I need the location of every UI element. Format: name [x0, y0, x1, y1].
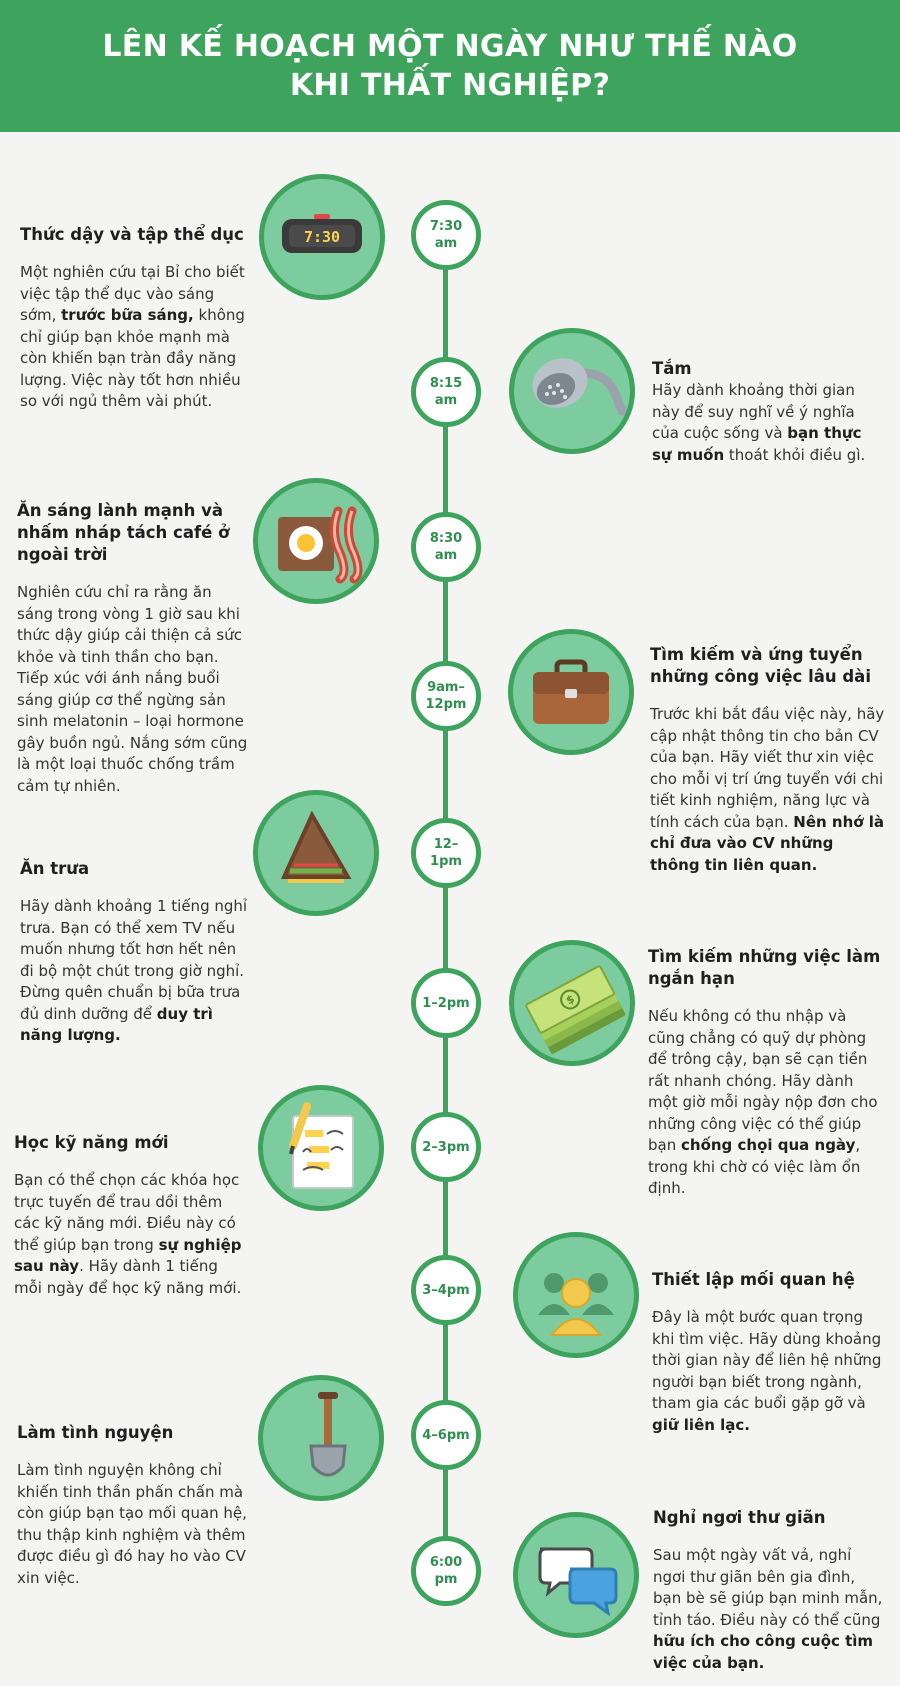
time-marker-3: 8:30 am	[411, 512, 481, 582]
body-text: Một nghiên cứu tại Bỉ cho biết việc tập …	[20, 263, 245, 324]
emphasis-text: chống chọi qua ngày	[681, 1136, 856, 1154]
activity-description: Nếu không có thu nhập và cũng chẳng có q…	[648, 1006, 884, 1200]
activity-block-lunch: Ăn trưa Hãy dành khoảng 1 tiếng nghỉ trư…	[20, 858, 252, 1047]
page-title-line-1: LÊN KẾ HOẠCH MỘT NGÀY NHƯ THẾ NÀO	[102, 29, 798, 64]
body-text: , trong khi chờ có việc làm ổn định.	[648, 1136, 861, 1197]
activity-description: Trước khi bắt đầu việc này, hãy cập nhật…	[650, 704, 886, 876]
page-title-line-2: KHI THẤT NGHIỆP?	[289, 68, 611, 103]
emphasis-text: trước bữa sáng,	[61, 306, 194, 324]
body-text: Nghiên cứu chỉ ra rằng ăn sáng trong vòn…	[17, 583, 248, 795]
activity-description: Bạn có thể chọn các khóa học trực tuyến …	[14, 1170, 250, 1299]
body-text: . Hãy dành 1 tiếng mỗi ngày để học kỹ nă…	[14, 1257, 242, 1297]
breakfast-icon	[253, 478, 379, 604]
activity-title: Ăn sáng lành mạnh và nhấm nháp tách café…	[17, 501, 230, 564]
activity-block-networking: Thiết lập mối quan hệ Đây là một bước qu…	[652, 1269, 886, 1436]
activity-description: Hãy dành khoảng 1 tiếng nghỉ trưa. Bạn c…	[20, 896, 252, 1047]
emphasis-text: duy trì năng lượng.	[20, 1004, 213, 1045]
clock-display-text: 7:30	[304, 228, 340, 246]
activity-block-relax: Nghỉ ngơi thư giãn Sau một ngày vất vả, …	[653, 1507, 887, 1674]
activity-block-wake-up: Thức dậy và tập thể dục Một nghiên cứu t…	[20, 224, 252, 413]
shower-head-icon	[509, 328, 635, 454]
activity-title: Tìm kiếm những việc làm ngắn hạn	[648, 947, 881, 988]
activity-description: Hãy dành khoảng thời gian này để suy ngh…	[652, 380, 884, 466]
activity-description: Nghiên cứu chỉ ra rằng ăn sáng trong vòn…	[17, 582, 249, 797]
activity-description: Đây là một bước quan trọng khi tìm việc.…	[652, 1307, 886, 1436]
emphasis-text: giữ liên lạc.	[652, 1415, 750, 1434]
body-text: thoát khỏi điều gì.	[724, 445, 866, 464]
body-text: Nếu không có thu nhập và cũng chẳng có q…	[648, 1007, 878, 1154]
body-text: Trước khi bắt đầu việc này, hãy cập nhật…	[650, 705, 885, 831]
time-marker-10: 6:00 pm	[411, 1536, 481, 1606]
activity-block-shower: Tắm Hãy dành khoảng thời gian này để suy…	[652, 358, 884, 466]
activity-block-breakfast: Ăn sáng lành mạnh và nhấm nháp tách café…	[17, 500, 249, 797]
people-network-icon	[513, 1232, 639, 1358]
emphasis-text: Nên nhớ là chỉ đưa vào CV những thông ti…	[650, 812, 885, 874]
activity-description: Một nghiên cứu tại Bỉ cho biết việc tập …	[20, 262, 252, 413]
activity-title: Tìm kiếm và ứng tuyển những công việc lâ…	[650, 645, 871, 686]
activity-title: Tắm	[652, 359, 692, 378]
briefcase-icon	[508, 629, 634, 755]
activity-block-short-term-jobs: Tìm kiếm những việc làm ngắn hạn Nếu khô…	[648, 946, 884, 1200]
chat-bubbles-icon	[513, 1512, 639, 1638]
emphasis-text: bạn thực sự muốn	[652, 424, 862, 464]
time-marker-8: 3–4pm	[411, 1255, 481, 1325]
activity-block-new-skills: Học kỹ năng mới Bạn có thể chọn các khóa…	[14, 1132, 250, 1299]
activity-description: Làm tình nguyện không chỉ khiến tinh thầ…	[17, 1460, 253, 1589]
money-stack-icon: $	[509, 940, 635, 1066]
body-text: Sau một ngày vất vả, nghỉ ngơi thư giãn …	[653, 1546, 883, 1629]
activity-description: Sau một ngày vất vả, nghỉ ngơi thư giãn …	[653, 1545, 887, 1674]
timeline-line	[443, 235, 448, 1575]
body-text: Hãy dành khoảng 1 tiếng nghỉ trưa. Bạn c…	[20, 897, 248, 1023]
body-text: Đây là một bước quan trọng khi tìm việc.…	[652, 1308, 882, 1412]
alarm-clock-icon: 7:30	[259, 174, 385, 300]
time-marker-4: 9am– 12pm	[411, 661, 481, 731]
activity-title: Thiết lập mối quan hệ	[652, 1270, 855, 1289]
activity-title: Làm tình nguyện	[17, 1423, 174, 1442]
emphasis-text: hữu ích cho công cuộc tìm việc của bạn.	[653, 1632, 874, 1672]
activity-block-long-term-jobs: Tìm kiếm và ứng tuyển những công việc lâ…	[650, 644, 886, 876]
time-marker-5: 12–1pm	[411, 818, 481, 888]
body-text: Làm tình nguyện không chỉ khiến tinh thầ…	[17, 1461, 247, 1587]
activity-title: Ăn trưa	[20, 859, 90, 878]
activity-block-volunteer: Làm tình nguyện Làm tình nguyện không ch…	[17, 1422, 253, 1589]
body-text: Bạn có thể chọn các khóa học trực tuyến …	[14, 1171, 240, 1254]
time-marker-6: 1–2pm	[411, 968, 481, 1038]
body-text: Hãy dành khoảng thời gian này để suy ngh…	[652, 381, 855, 442]
body-text: không chỉ giúp bạn khỏe mạnh mà còn khiế…	[20, 306, 245, 410]
time-marker-2: 8:15 am	[411, 357, 481, 427]
sandwich-icon	[253, 790, 379, 916]
time-marker-7: 2–3pm	[411, 1112, 481, 1182]
activity-title: Thức dậy và tập thể dục	[20, 225, 244, 244]
time-marker-9: 4–6pm	[411, 1400, 481, 1470]
shovel-icon	[258, 1375, 384, 1501]
time-marker-1: 7:30 am	[411, 200, 481, 270]
notepad-pencil-icon	[258, 1085, 384, 1211]
activity-title: Học kỹ năng mới	[14, 1133, 169, 1152]
activity-title: Nghỉ ngơi thư giãn	[653, 1508, 826, 1527]
header-banner: LÊN KẾ HOẠCH MỘT NGÀY NHƯ THẾ NÀO KHI TH…	[0, 0, 900, 132]
emphasis-text: sự nghiệp sau này	[14, 1235, 242, 1276]
page-title: LÊN KẾ HOẠCH MỘT NGÀY NHƯ THẾ NÀO KHI TH…	[102, 27, 797, 105]
